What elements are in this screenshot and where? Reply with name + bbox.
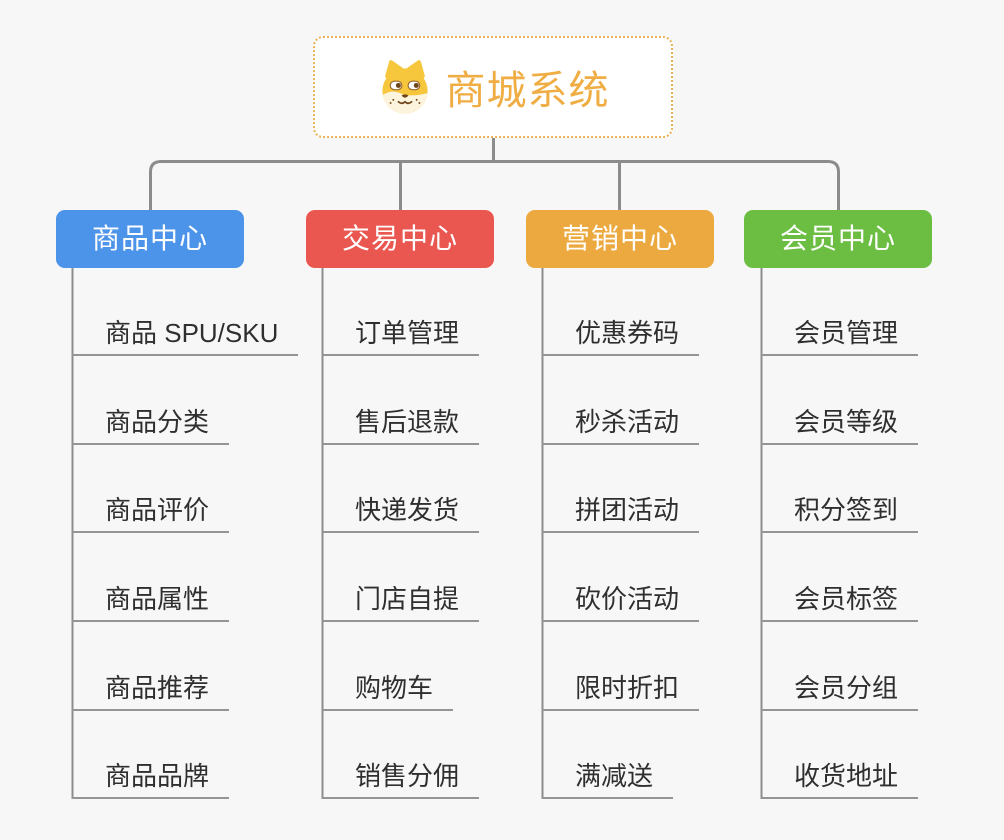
subtopic-node[interactable]: 会员标签 (761, 583, 919, 622)
subtopic-node[interactable]: 优惠券码 (542, 317, 700, 356)
subtopic-node[interactable]: 拼团活动 (542, 494, 700, 533)
branch-node-marketing-center[interactable]: 营销中心 (526, 210, 714, 268)
subtopic-node[interactable]: 收货地址 (761, 760, 919, 799)
subtopic-node[interactable]: 限时折扣 (542, 672, 700, 711)
subtopic-node[interactable]: 商品品牌 (72, 760, 230, 799)
subtopic-node[interactable]: 砍价活动 (542, 583, 700, 622)
branch-node-member-center[interactable]: 会员中心 (744, 210, 932, 268)
subtopic-node[interactable]: 快递发货 (322, 494, 480, 533)
subtopic-node[interactable]: 订单管理 (322, 317, 480, 356)
dog-face-icon (377, 59, 433, 115)
subtopic-node[interactable]: 商品分类 (72, 406, 230, 445)
branch-node-trade-center[interactable]: 交易中心 (306, 210, 494, 268)
subtopic-node[interactable]: 门店自提 (322, 583, 480, 622)
subtopic-node[interactable]: 会员等级 (761, 406, 919, 445)
subtopic-node[interactable]: 商品评价 (72, 494, 230, 533)
subtopic-node[interactable]: 会员分组 (761, 672, 919, 711)
subtopic-node[interactable]: 积分签到 (761, 494, 919, 533)
root-branch-connectors (149, 138, 840, 212)
root-label: 商城系统 (445, 69, 610, 113)
branch-node-product-center[interactable]: 商品中心 (56, 210, 244, 268)
subtopic-node[interactable]: 秒杀活动 (542, 406, 700, 445)
subtopic-node[interactable]: 满减送 (542, 760, 674, 799)
subtopic-node[interactable]: 商品推荐 (72, 672, 230, 711)
root-node[interactable]: 商城系统 (313, 36, 673, 138)
subtopic-node[interactable]: 商品属性 (72, 583, 230, 622)
subtopic-node[interactable]: 售后退款 (322, 406, 480, 445)
subtopic-node[interactable]: 销售分佣 (322, 760, 480, 799)
subtopic-node[interactable]: 商品 SPU/SKU (72, 317, 299, 356)
subtopic-node[interactable]: 会员管理 (761, 317, 919, 356)
subtopic-node[interactable]: 购物车 (322, 672, 454, 711)
